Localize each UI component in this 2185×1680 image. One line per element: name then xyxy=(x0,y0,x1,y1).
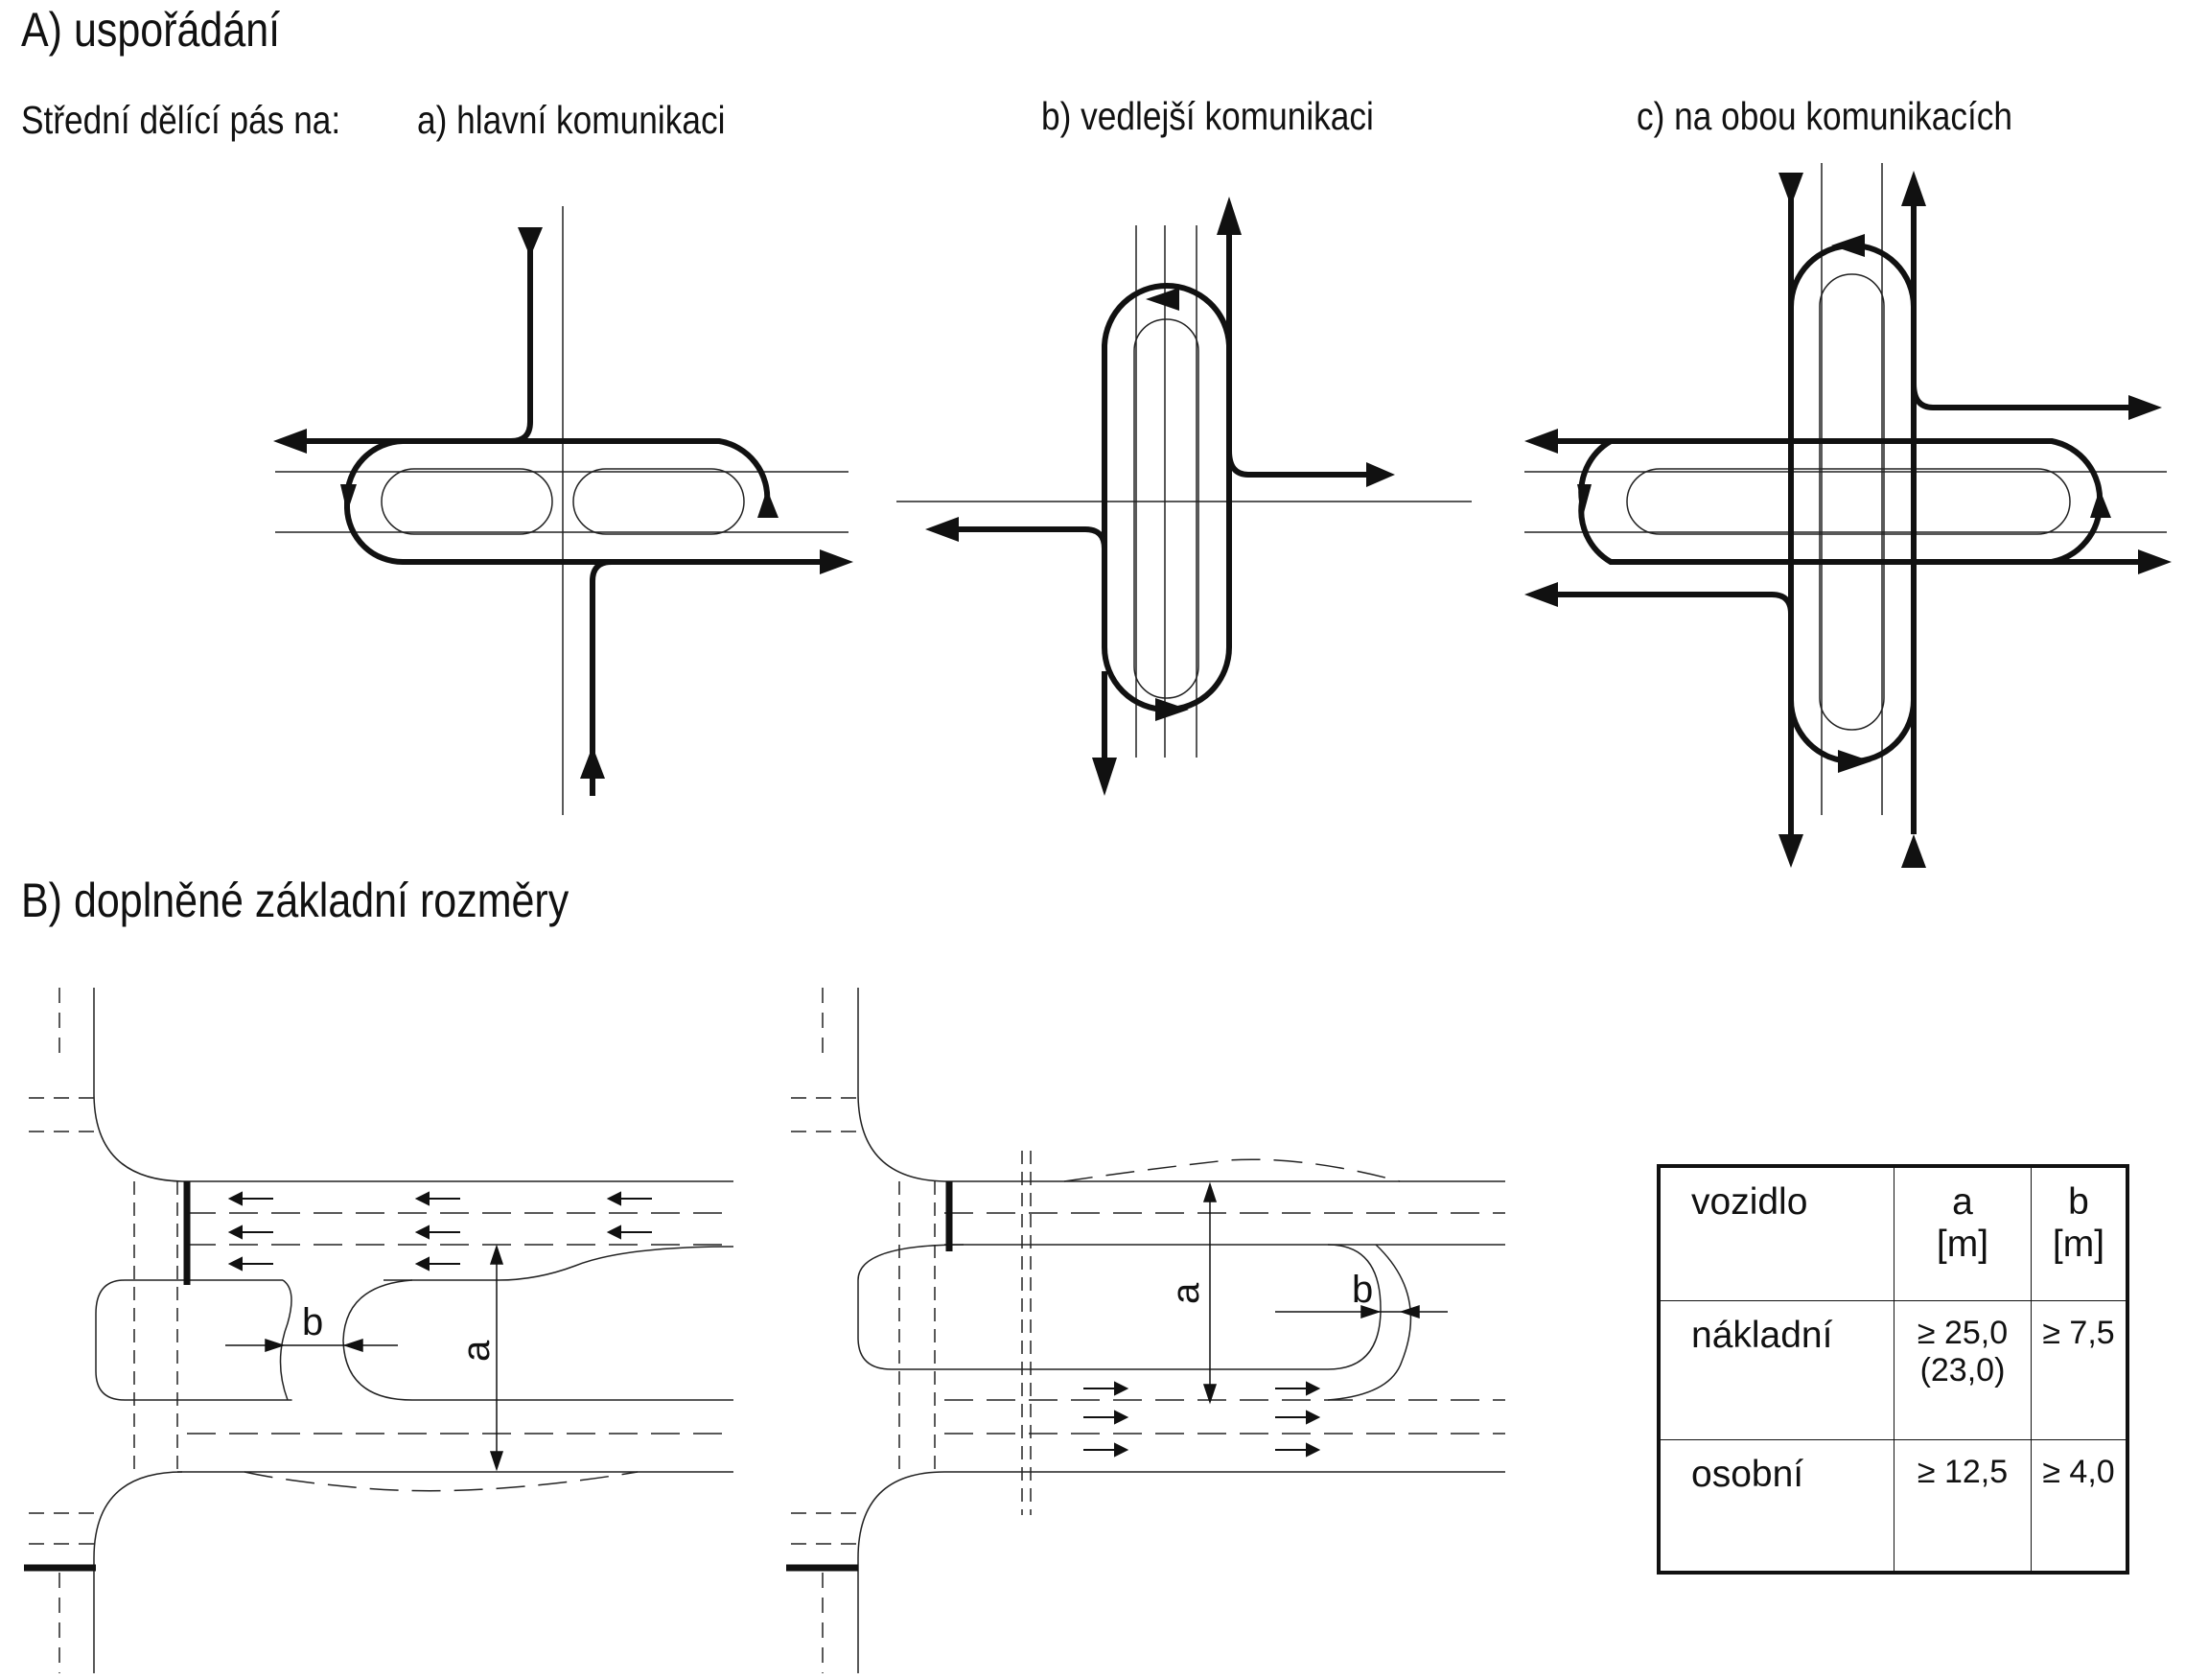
plan-right-label-a: a xyxy=(1165,1282,1207,1304)
subheading-median: Střední dělící pás na: xyxy=(21,98,341,142)
table-row: nákladní ≥ 25,0 (23,0) ≥ 7,5 xyxy=(1658,1299,2128,1440)
plan-left-stop-lines xyxy=(24,1181,191,1572)
caption-b: b) vedlejší komunikaci xyxy=(1041,94,1374,138)
diagram-c-arrowheads xyxy=(1524,171,2172,868)
plan-right-dimensions xyxy=(1202,1181,1448,1405)
heading-a: A) uspořádání xyxy=(21,3,281,57)
header-b-label: b xyxy=(2068,1181,2089,1223)
plan-right-stop-lines xyxy=(786,1181,953,1572)
diagram-a-main-road-median xyxy=(273,206,853,815)
plan-left-dimensions xyxy=(225,1244,504,1472)
plan-right-lane-arrows xyxy=(1083,1381,1321,1458)
diagram-b-arrowheads xyxy=(925,197,1395,796)
row-truck-vehicle: nákladní xyxy=(1658,1299,1894,1440)
heading-b: B) doplněné základní rozměry xyxy=(21,874,569,927)
table-row: osobní ≥ 12,5 ≥ 4,0 xyxy=(1658,1438,2128,1574)
row-truck-a-note: (23,0) xyxy=(1919,1351,2006,1388)
row-car-a: ≥ 12,5 xyxy=(1894,1438,2032,1574)
plan-left-main-road-median xyxy=(29,988,734,1673)
caption-c: c) na obou komunikacích xyxy=(1637,94,2012,138)
diagram-c-both-roads-median xyxy=(1524,163,2172,868)
row-car-vehicle: osobní xyxy=(1658,1438,1894,1574)
diagram-a-arrowheads xyxy=(273,227,853,779)
header-b: b [m] xyxy=(2031,1165,2128,1301)
header-vehicle: vozidlo xyxy=(1658,1165,1894,1301)
plan-left-label-a: a xyxy=(455,1340,498,1362)
plan-right-label-b: b xyxy=(1352,1269,1373,1311)
header-a-label: a xyxy=(1952,1181,1973,1223)
row-truck-a: ≥ 25,0 (23,0) xyxy=(1894,1299,2032,1440)
header-a-unit: [m] xyxy=(1936,1224,1989,1265)
plan-left-lane-arrows xyxy=(227,1191,652,1272)
row-truck-b: ≥ 7,5 xyxy=(2031,1299,2128,1440)
plan-left-label-b: b xyxy=(302,1301,323,1343)
row-car-b: ≥ 4,0 xyxy=(2031,1438,2128,1574)
header-b-unit: [m] xyxy=(2052,1224,2105,1265)
dimension-table: vozidlo a [m] b [m] nákladní ≥ 25,0 (23,… xyxy=(1657,1164,2129,1575)
table-header-row: vozidlo a [m] b [m] xyxy=(1658,1165,2128,1301)
plan-right-side-road-median xyxy=(791,988,1505,1673)
row-truck-a-value: ≥ 25,0 xyxy=(1917,1314,2009,1351)
caption-a: a) hlavní komunikaci xyxy=(417,98,726,142)
header-a: a [m] xyxy=(1894,1165,2032,1301)
diagram-b-side-road-median xyxy=(896,197,1472,796)
